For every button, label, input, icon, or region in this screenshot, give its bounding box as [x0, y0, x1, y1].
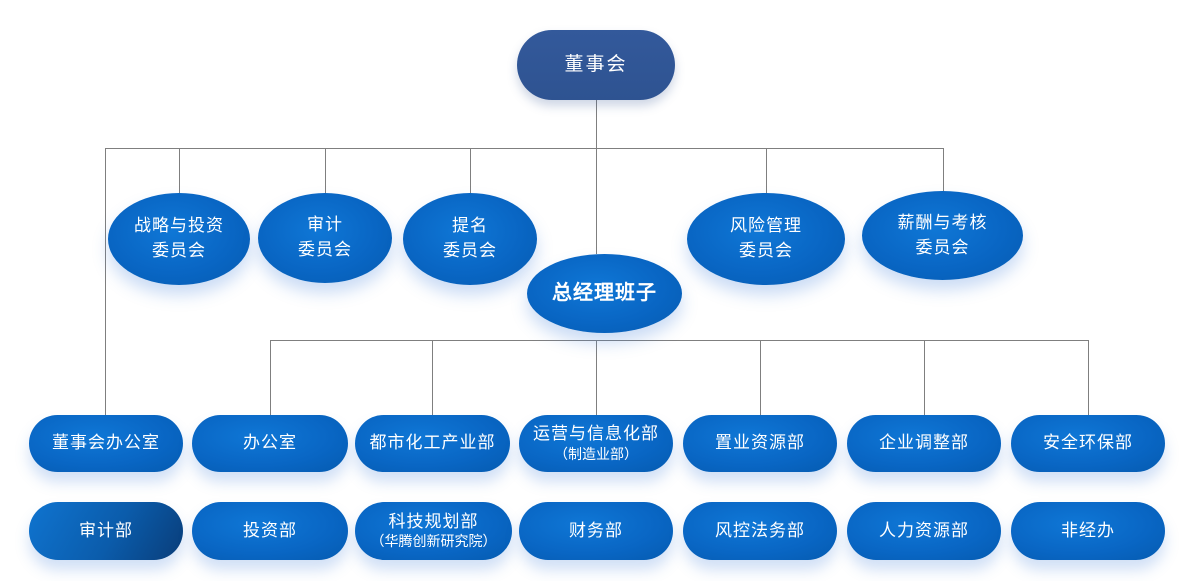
node-label: 董事会: [564, 54, 628, 76]
node-label: 安全环保部: [1043, 433, 1133, 453]
node-label-line2: 委员会: [152, 241, 206, 260]
node-label: 董事会办公室: [52, 433, 160, 453]
connector-left-to-board-office: [105, 148, 106, 415]
node-board-office: 董事会办公室: [29, 415, 183, 472]
node-label: 置业资源部: [715, 433, 805, 453]
node-label-line1: 薪酬与考核: [897, 212, 988, 232]
node-realty-resources-dept: 置业资源部: [683, 415, 837, 472]
node-label: 运营与信息化部: [533, 424, 659, 444]
node-strategy-investment-committee: 战略与投资 委员会: [108, 193, 250, 285]
node-label: 风控法务部: [715, 520, 805, 540]
node-investment-dept: 投资部: [192, 502, 348, 560]
node-label: 都市化工产业部: [369, 433, 496, 453]
node-label-line2: 委员会: [443, 241, 497, 260]
connector-mid-horizontal: [270, 340, 1088, 341]
node-compensation-assessment-committee: 薪酬与考核 委员会: [862, 191, 1023, 280]
node-label: 总经理班子: [552, 282, 657, 304]
connector-drop-operations: [596, 340, 597, 415]
node-non-operating-office: 非经办: [1011, 502, 1165, 560]
node-human-resources-dept: 人力资源部: [847, 502, 1001, 560]
node-label: 非经办: [1061, 520, 1115, 540]
connector-drop-strategy: [179, 148, 180, 194]
connector-board-to-gm: [596, 100, 597, 254]
node-board-of-directors: 董事会: [517, 30, 675, 100]
connector-drop-risk: [766, 148, 767, 194]
node-sublabel: （华腾创新研究院）: [370, 535, 497, 551]
node-label-line1: 风险管理: [730, 216, 802, 236]
node-label: 人力资源部: [879, 520, 969, 540]
node-label-line2: 委员会: [915, 237, 970, 257]
node-general-manager-team: 总经理班子: [527, 254, 682, 333]
node-label-line2: 委员会: [739, 241, 793, 260]
node-operations-informatization-dept: 运营与信息化部 （制造业部）: [519, 415, 673, 472]
node-label: 办公室: [243, 433, 297, 453]
node-risk-management-committee: 风险管理 委员会: [687, 193, 845, 285]
node-label: 投资部: [243, 520, 297, 540]
node-label: 科技规划部: [388, 511, 479, 531]
node-safety-environment-dept: 安全环保部: [1011, 415, 1165, 472]
node-label-line2: 委员会: [298, 240, 352, 259]
connector-drop-audit-committee: [325, 148, 326, 194]
node-label-line1: 提名: [452, 216, 488, 236]
connector-drop-realty: [760, 340, 761, 415]
node-label-line1: 战略与投资: [134, 216, 224, 236]
node-nomination-committee: 提名 委员会: [403, 193, 537, 285]
connector-drop-enterprise-adjust: [924, 340, 925, 415]
connector-drop-office: [270, 340, 271, 415]
node-label: 财务部: [569, 520, 623, 540]
node-audit-committee: 审计 委员会: [258, 193, 392, 283]
node-enterprise-adjustment-dept: 企业调整部: [847, 415, 1001, 472]
node-label-line1: 审计: [307, 215, 343, 235]
node-urban-chemical-industry-dept: 都市化工产业部: [355, 415, 510, 472]
node-technology-planning-dept: 科技规划部 （华腾创新研究院）: [355, 502, 512, 560]
node-label: 企业调整部: [879, 433, 969, 453]
connector-drop-compensation: [943, 148, 944, 192]
connector-drop-urban-chemical: [432, 340, 433, 415]
node-audit-dept: 审计部: [29, 502, 183, 560]
connector-drop-nomination: [470, 148, 471, 194]
node-finance-dept: 财务部: [519, 502, 673, 560]
node-risk-control-legal-dept: 风控法务部: [683, 502, 837, 560]
connector-drop-safety: [1088, 340, 1089, 415]
node-office: 办公室: [192, 415, 348, 472]
node-sublabel: （制造业部）: [554, 447, 638, 463]
node-label: 审计部: [79, 520, 133, 540]
connector-top-horizontal: [105, 148, 943, 149]
